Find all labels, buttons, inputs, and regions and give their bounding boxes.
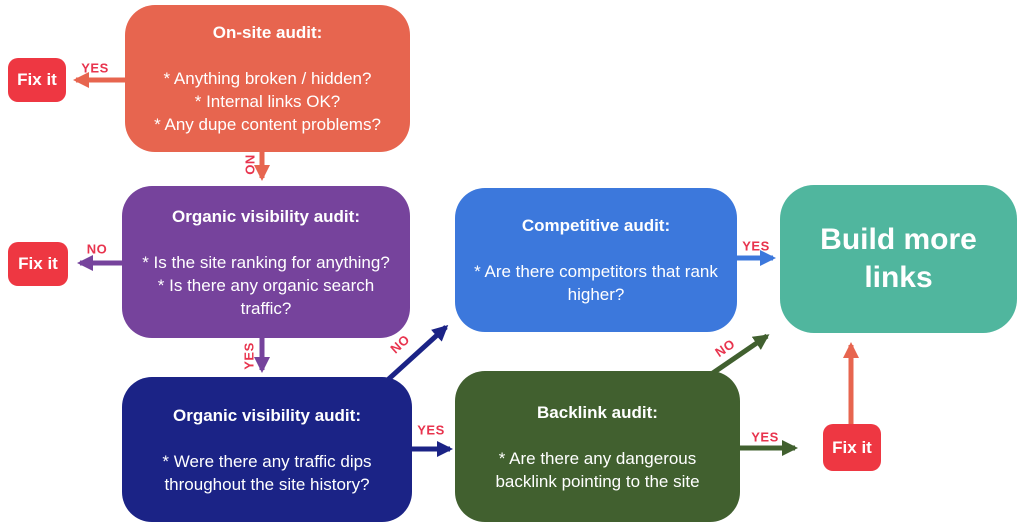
organic1-bullet: * Is the site ranking for anything?: [142, 252, 390, 272]
edge-label-no-onsite-organic1: NO: [242, 154, 258, 176]
edge-label-yes-organic2-backlink: YES: [417, 422, 445, 438]
fixit-label: Fix it: [17, 70, 57, 89]
organic1-title: Organic visibility audit:: [172, 206, 360, 226]
edge-label-no-backlink-build: NO: [712, 336, 738, 360]
edge-label-no-organic1-fixit: NO: [86, 241, 108, 257]
organic2-bullet: * Were there any traffic dips throughout…: [162, 451, 372, 494]
onsite-audit-bullet: * Any dupe content problems?: [154, 115, 381, 134]
node-fixit-bottom-right: Fix it: [823, 424, 881, 471]
organic1-bullet: * Is there any organic search traffic?: [157, 275, 375, 318]
node-fixit-top-left: Fix it: [8, 58, 66, 102]
backlink-title: Backlink audit:: [537, 402, 658, 422]
fixit-label: Fix it: [18, 254, 58, 273]
edge-label-yes-backlink-fixit: YES: [751, 429, 779, 445]
fixit-label: Fix it: [832, 437, 872, 457]
edge-label-yes-onsite-fixit: YES: [81, 60, 109, 76]
onsite-audit-bullet: * Anything broken / hidden?: [163, 69, 372, 88]
organic2-title: Organic visibility audit:: [173, 405, 361, 425]
build-more-links-label: Build more links: [820, 223, 977, 294]
node-onsite-audit: On-site audit: * Anything broken / hidde…: [125, 5, 410, 152]
onsite-audit-bullet: * Internal links OK?: [194, 92, 341, 111]
node-backlink-audit: Backlink audit: * Are there any dangerou…: [455, 371, 740, 522]
node-organic-visibility-audit-2: Organic visibility audit: * Were there a…: [122, 377, 412, 522]
node-organic-visibility-audit-1: Organic visibility audit: * Is the site …: [122, 186, 410, 338]
edge-label-yes-competitive-build: YES: [742, 238, 770, 254]
backlink-bullet: * Are there any dangerous backlink point…: [495, 448, 700, 491]
competitive-title: Competitive audit:: [521, 216, 671, 235]
competitive-bullet: * Are there competitors that rank higher…: [474, 262, 718, 304]
node-fixit-mid-left: Fix it: [8, 242, 68, 286]
node-competitive-audit: Competitive audit: * Are there competito…: [455, 188, 737, 332]
edge-label-yes-organic1-organic2: YES: [241, 342, 257, 370]
onsite-audit-title: On-site audit:: [212, 23, 323, 42]
node-build-more-links: Build more links: [780, 185, 1017, 333]
